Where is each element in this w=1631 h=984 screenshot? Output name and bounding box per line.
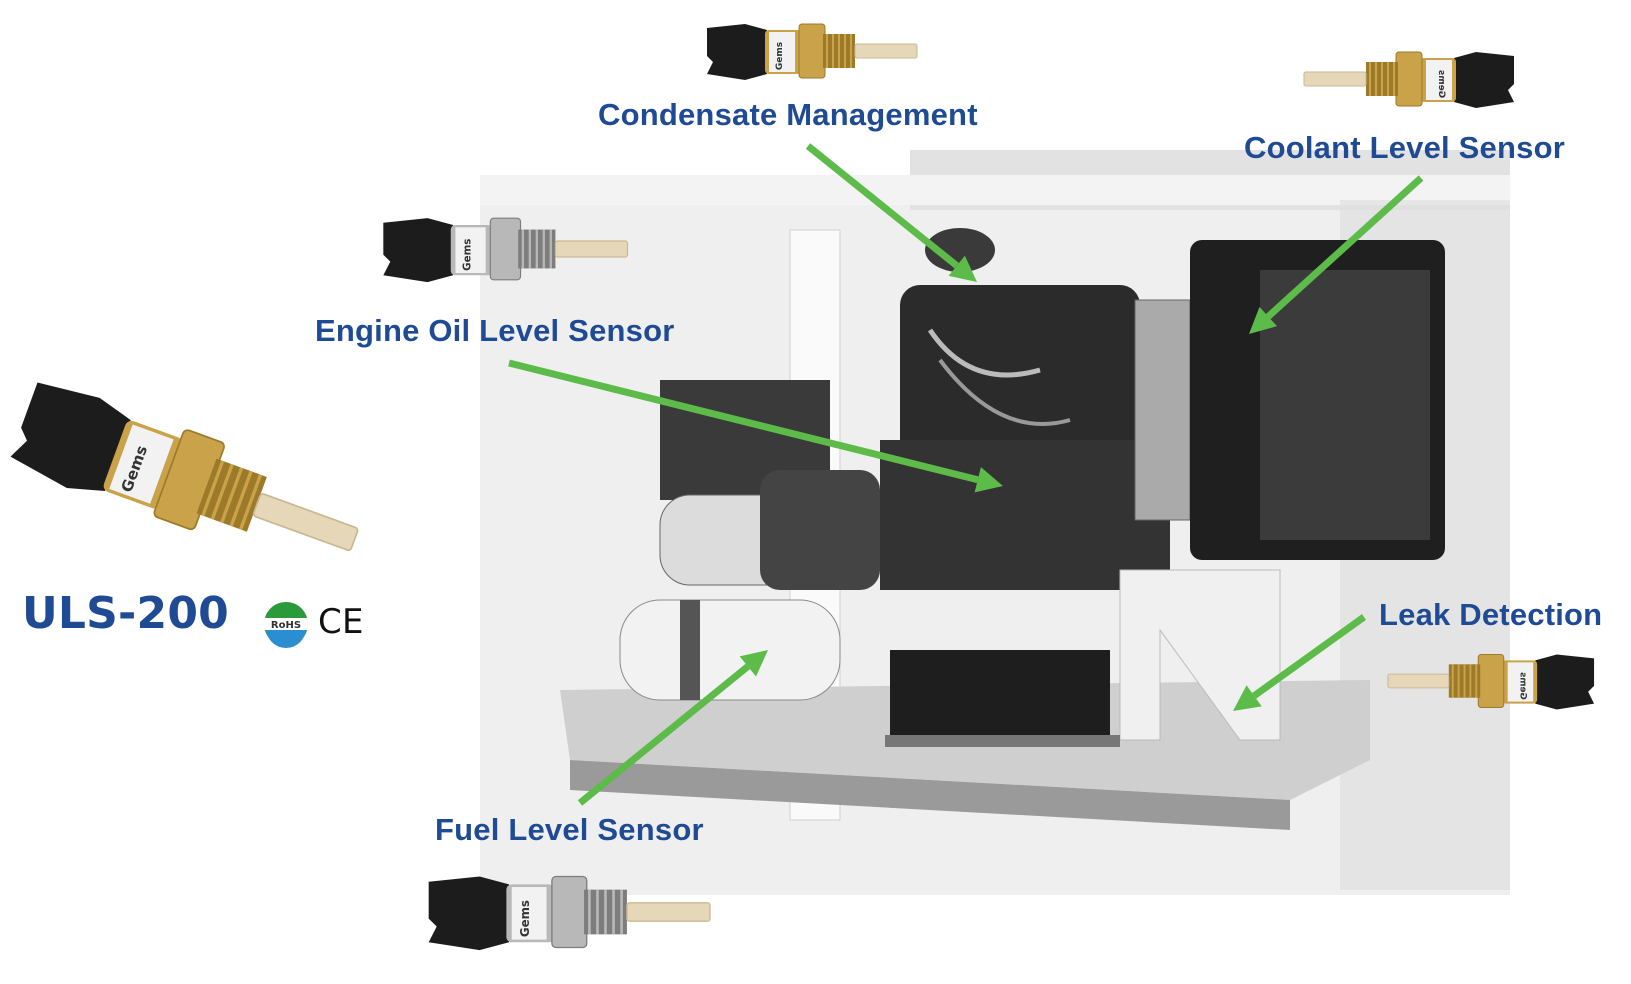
ce-mark: CE bbox=[318, 602, 364, 642]
alternator bbox=[659, 380, 880, 590]
engine-grille bbox=[1134, 299, 1191, 521]
svg-text:Gems: Gems bbox=[1517, 672, 1527, 700]
arrowhead-leak bbox=[1233, 685, 1262, 711]
callout-label-fuel: Fuel Level Sensor bbox=[435, 812, 704, 847]
sensor-coolant: Gems bbox=[1303, 51, 1514, 108]
radiator bbox=[1190, 240, 1445, 560]
radiator-mount bbox=[1119, 569, 1281, 741]
callout-label-leak: Leak Detection bbox=[1379, 597, 1603, 632]
arrow-leak bbox=[1252, 614, 1367, 699]
callout-label-condensate: Condensate Management bbox=[598, 97, 978, 132]
svg-text:Gems: Gems bbox=[518, 900, 532, 937]
callout-arrows bbox=[508, 143, 1424, 806]
svg-text:Gems: Gems bbox=[1436, 70, 1446, 98]
svg-text:RoHS: RoHS bbox=[271, 620, 301, 631]
arrow-fuel bbox=[577, 663, 751, 806]
callout-label-engine-oil: Engine Oil Level Sensor bbox=[315, 313, 675, 348]
product-model-name: ULS-200 bbox=[22, 588, 229, 639]
fuel-tank bbox=[619, 599, 841, 701]
arrow-coolant bbox=[1265, 175, 1424, 320]
svg-text:Gems: Gems bbox=[461, 239, 473, 271]
arrowhead-coolant bbox=[1249, 306, 1277, 334]
arrow-engine-oil bbox=[508, 359, 979, 484]
svg-text:Gems: Gems bbox=[775, 42, 785, 70]
arrowhead-condensate bbox=[948, 255, 977, 282]
sensor-leak: Gems bbox=[1387, 654, 1595, 710]
arrow-condensate bbox=[805, 143, 959, 269]
rohs-logo: RoHS bbox=[264, 602, 308, 648]
sensor-fuel: Gems bbox=[428, 875, 711, 951]
arrowhead-engine-oil bbox=[974, 467, 1003, 493]
sensor-uls-200-hero: Gems bbox=[10, 382, 359, 552]
battery bbox=[885, 650, 1120, 747]
sensor-engine-oil: Gems bbox=[383, 217, 629, 283]
callout-label-coolant: Coolant Level Sensor bbox=[1244, 130, 1565, 165]
arrowhead-fuel bbox=[739, 650, 768, 677]
sensor-condensate: Gems bbox=[707, 23, 918, 80]
